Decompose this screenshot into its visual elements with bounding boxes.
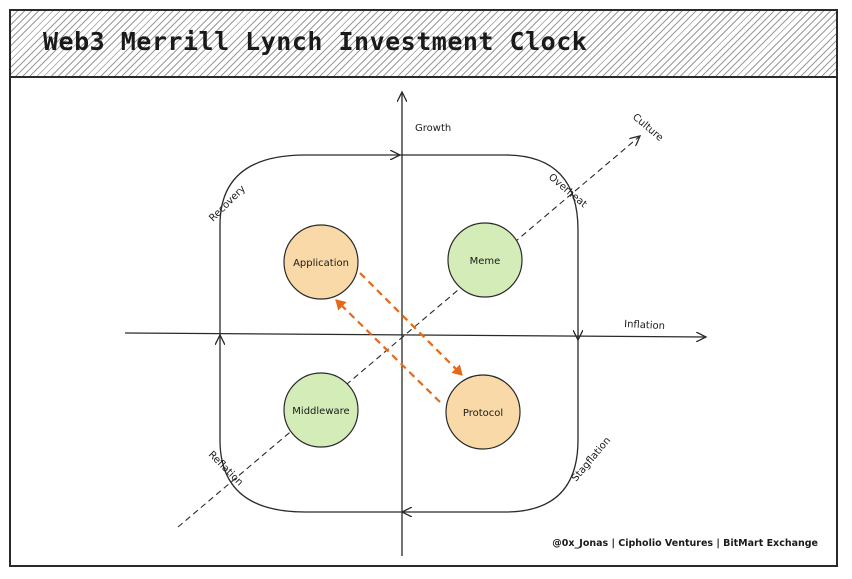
node-middleware: Middleware <box>283 372 359 448</box>
rotation-arrow-to-application <box>335 299 441 403</box>
node-protocol-circle <box>445 374 521 450</box>
inflation-axis-label: Inflation <box>624 319 665 332</box>
node-protocol-label: Protocol <box>463 408 503 419</box>
node-middleware-label: Middleware <box>292 406 349 417</box>
node-middleware-circle <box>283 372 359 448</box>
phase-overheat-label: Overheat <box>546 172 589 210</box>
clock-segment-left <box>220 335 402 513</box>
inflation-axis <box>124 333 706 337</box>
node-meme: Meme <box>447 222 523 298</box>
node-application: Application <box>283 224 359 300</box>
node-meme-label: Meme <box>470 256 501 267</box>
node-protocol: Protocol <box>445 374 521 450</box>
clock-segment-bottom <box>402 340 579 512</box>
phase-reflation-label: Reflation <box>206 449 245 488</box>
clock-segment-top <box>219 155 400 335</box>
page-title: Web3 Merrill Lynch Investment Clock <box>43 27 588 56</box>
rotation-arrow-to-protocol <box>359 272 463 376</box>
node-application-label: Application <box>293 258 349 269</box>
node-meme-circle <box>447 222 523 298</box>
credit-line: @0x_Jonas | Cipholio Ventures | BitMart … <box>552 538 818 549</box>
culture-axis <box>177 136 640 528</box>
node-application-circle <box>283 224 359 300</box>
title-bar: Web3 Merrill Lynch Investment Clock <box>11 11 836 78</box>
culture-axis-label: Culture <box>630 112 665 144</box>
growth-axis-label: Growth <box>415 123 451 134</box>
clock-segment-right <box>400 154 578 340</box>
diagram-frame: Web3 Merrill Lynch Investment Clock <box>9 9 838 567</box>
